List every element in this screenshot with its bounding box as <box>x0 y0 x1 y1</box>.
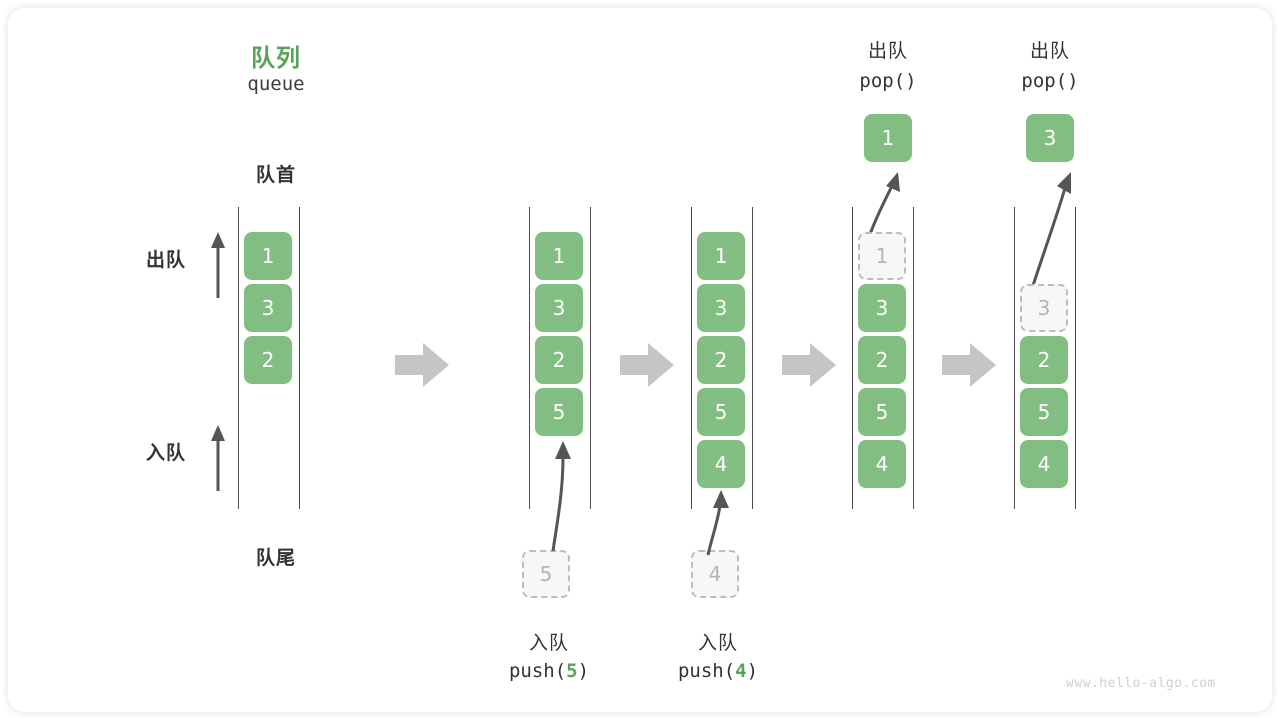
push-arrow-icon <box>706 490 729 556</box>
queue-cell: 1 <box>535 232 583 280</box>
queue-cell: 2 <box>1020 336 1068 384</box>
dequeue-direction-arrow <box>211 232 225 298</box>
pop-op-label: 出队 <box>1029 40 1070 62</box>
rear-label: 队尾 <box>255 547 296 569</box>
pop-op-label: 出队 <box>867 40 908 62</box>
queue-cell-ghost: 1 <box>858 232 906 280</box>
incoming-value-ghost: 5 <box>522 550 570 598</box>
pop-arrow-icon <box>1029 172 1071 293</box>
queue-rail-left-1 <box>238 207 239 509</box>
step-arrow-icon <box>782 343 836 387</box>
queue-rail-right-4 <box>913 207 914 509</box>
push-op-label: 入队 <box>528 632 569 654</box>
pop-arrow-icon <box>866 172 900 241</box>
queue-cell: 5 <box>858 388 906 436</box>
step-arrow-icon <box>942 343 996 387</box>
queue-cell: 4 <box>1020 440 1068 488</box>
queue-cell: 2 <box>244 336 292 384</box>
diagram-card: 队列 queue 队首 队尾 出队 入队 1 3 2 1 3 2 <box>8 8 1272 712</box>
popped-value-box: 1 <box>864 114 912 162</box>
push-op-label: 入队 <box>697 632 738 654</box>
pop-code-prefix: pop( <box>859 70 906 92</box>
dequeue-side-label: 出队 <box>145 249 186 271</box>
queue-cell: 4 <box>697 440 745 488</box>
queue-cell: 2 <box>535 336 583 384</box>
pop-code-suffix: ) <box>1067 70 1079 92</box>
watermark: www.hello-algo.com <box>1066 676 1216 691</box>
popped-value-box: 3 <box>1026 114 1074 162</box>
pop-code-prefix: pop( <box>1021 70 1068 92</box>
pop-op-code: pop() <box>818 70 958 92</box>
push-code-suffix: ) <box>746 660 759 682</box>
queue-rail-right-2 <box>590 207 591 509</box>
front-label: 队首 <box>255 164 296 186</box>
queue-cell: 3 <box>858 284 906 332</box>
diagram-canvas: 队列 queue 队首 队尾 出队 入队 1 3 2 1 3 2 <box>8 8 1272 712</box>
step-arrow-icon <box>395 343 449 387</box>
push-arrow-icon <box>551 441 571 552</box>
push-code-arg: 5 <box>566 660 578 682</box>
queue-cell: 3 <box>535 284 583 332</box>
queue-cell: 1 <box>244 232 292 280</box>
queue-cell: 5 <box>1020 388 1068 436</box>
push-op-code: push(4) <box>648 660 788 682</box>
incoming-value-ghost: 4 <box>691 550 739 598</box>
step-arrow-icon <box>620 343 674 387</box>
page-subtitle: queue <box>247 73 305 95</box>
queue-cell: 5 <box>535 388 583 436</box>
queue-cell: 5 <box>697 388 745 436</box>
page-title: 队列 <box>251 44 301 72</box>
queue-rail-left-3 <box>691 207 692 509</box>
queue-cell: 4 <box>858 440 906 488</box>
queue-rail-right-3 <box>752 207 753 509</box>
enqueue-side-label: 入队 <box>145 442 186 464</box>
queue-cell: 1 <box>697 232 745 280</box>
push-code-suffix: ) <box>577 660 590 682</box>
enqueue-direction-arrow <box>211 425 225 491</box>
pop-code-suffix: ) <box>905 70 917 92</box>
queue-cell: 2 <box>858 336 906 384</box>
queue-rail-right-1 <box>299 207 300 509</box>
queue-cell: 2 <box>697 336 745 384</box>
queue-rail-left-5 <box>1014 207 1015 509</box>
push-code-prefix: push( <box>677 660 736 682</box>
queue-cell: 3 <box>244 284 292 332</box>
pop-op-code: pop() <box>980 70 1120 92</box>
queue-rail-left-2 <box>529 207 530 509</box>
push-op-code: push(5) <box>479 660 619 682</box>
queue-rail-right-5 <box>1075 207 1076 509</box>
push-code-prefix: push( <box>508 660 567 682</box>
queue-cell: 3 <box>697 284 745 332</box>
push-code-arg: 4 <box>735 660 747 682</box>
queue-rail-left-4 <box>852 207 853 509</box>
queue-cell-ghost: 3 <box>1020 284 1068 332</box>
